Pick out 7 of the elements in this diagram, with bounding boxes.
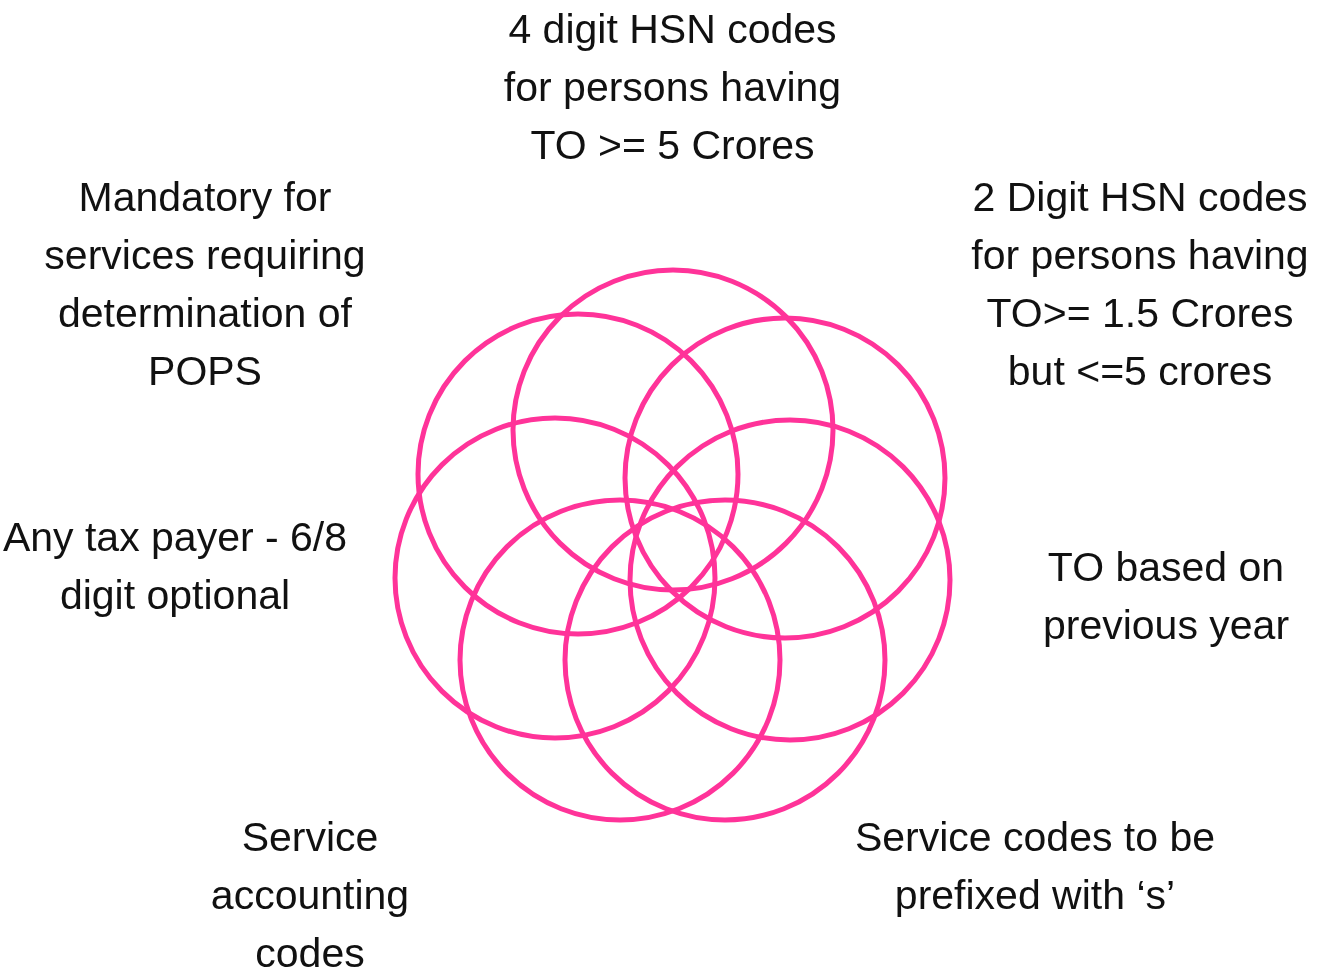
caption-text: 2 Digit HSN codes for persons having TO>= 1.5 Crores but <=5 crores (970, 173, 1310, 396)
caption-text: Mandatory for services requiring determination of POPS (43, 173, 367, 396)
caption-text: Any tax payer - 6/8 digit optional (1, 513, 349, 620)
caption-text: Service accounting codes (209, 813, 411, 973)
caption-text: TO based on previous year (1041, 543, 1291, 650)
caption-text: 4 digit HSN codes for persons having TO >= 5 Crores (502, 5, 843, 170)
caption-text: Service codes to be prefixed with ‘s’ (853, 813, 1217, 920)
